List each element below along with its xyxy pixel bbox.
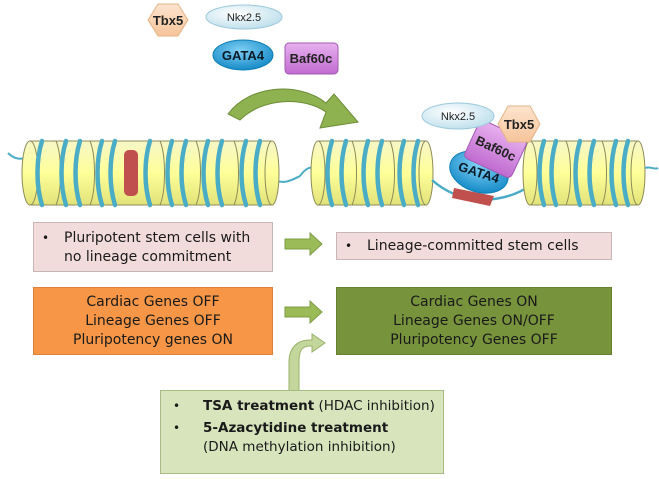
bullet-icon: • — [345, 239, 353, 253]
treatment-1: TSA treatment (HDAC inhibition) — [203, 397, 435, 416]
arrow-icon-state — [284, 231, 323, 257]
chromatin-open — [299, 138, 659, 208]
gene-status-after-3: Pluripotency Genes OFF — [390, 331, 558, 348]
nucleosome-dividers-left — [55, 140, 239, 206]
bent-arrow-icon — [288, 333, 326, 393]
bullet-icon: • — [173, 421, 181, 435]
chromatin-closed — [7, 138, 301, 208]
gene-status-before-3: Pluripotency genes ON — [73, 331, 233, 348]
gene-status-before-2: Lineage Genes OFF — [85, 312, 221, 329]
bullet-icon: • — [173, 399, 181, 413]
treatment-2-detail: (DNA methylation inhibition) — [203, 439, 396, 455]
gene-status-after-2: Lineage Genes ON/OFF — [393, 312, 555, 329]
nkx25-label: Nkx2.5 — [227, 12, 261, 24]
arrow-icon-genes — [284, 299, 323, 325]
gene-status-before-1: Cardiac Genes OFF — [86, 293, 220, 310]
tbx5-bound-label: Tbx5 — [504, 117, 534, 132]
nucleosome-array-right-b — [529, 140, 639, 206]
gata4-protein-bound: GATA4 — [449, 150, 509, 194]
gene-status-box-before: Cardiac Genes OFF Lineage Genes OFF Plur… — [33, 287, 273, 355]
tbx5-protein-bound: Tbx5 — [497, 105, 541, 143]
dna-wrap-left — [35, 138, 263, 208]
curved-arrow-icon — [227, 88, 359, 129]
regulatory-site-left — [124, 150, 138, 196]
nkx25-protein-bound: Nkx2.5 — [421, 102, 495, 130]
gene-status-after-1: Cardiac Genes ON — [410, 293, 538, 310]
nucleosome-array-right-a — [317, 140, 427, 206]
nkx25-bound-label: Nkx2.5 — [441, 111, 475, 123]
tbx5-label: Tbx5 — [153, 13, 183, 28]
gata4-label: GATA4 — [222, 48, 265, 63]
state-box-before: • Pluripotent stem cells with no lineage… — [33, 222, 273, 272]
gene-status-box-after: Cardiac Genes ON Lineage Genes ON/OFF Pl… — [336, 287, 612, 355]
nkx25-protein-free: Nkx2.5 — [205, 4, 283, 30]
treatment-2-name: 5-Azacytidine treatment — [203, 420, 389, 436]
baf60c-protein-free: Baf60c — [284, 42, 339, 75]
gata4-protein-free: GATA4 — [212, 39, 274, 71]
state-after-text: Lineage-committed stem cells — [367, 238, 579, 254]
state-before-text: Pluripotent stem cells with no lineage c… — [64, 230, 251, 265]
nucleosome-array-left — [29, 140, 273, 206]
dna-wrap-right-a — [325, 138, 421, 208]
baf60c-label: Baf60c — [290, 51, 333, 66]
treatment-1-detail: (HDAC inhibition) — [318, 398, 435, 414]
treatment-1-name: TSA treatment — [203, 398, 315, 414]
treatment-2: 5-Azacytidine treatment (DNA methylation… — [203, 419, 396, 457]
regulatory-site-right — [452, 188, 494, 206]
state-box-after: • Lineage-committed stem cells — [336, 232, 612, 260]
treatment-box: • TSA treatment (HDAC inhibition) • 5-Az… — [160, 390, 444, 474]
tbx5-protein-free: Tbx5 — [147, 3, 189, 37]
bullet-icon: • — [42, 231, 50, 245]
dna-wrap-right-b — [537, 138, 631, 208]
bound-complex: GATA4 Baf60c Nkx2.5 Tbx5 — [421, 102, 541, 194]
